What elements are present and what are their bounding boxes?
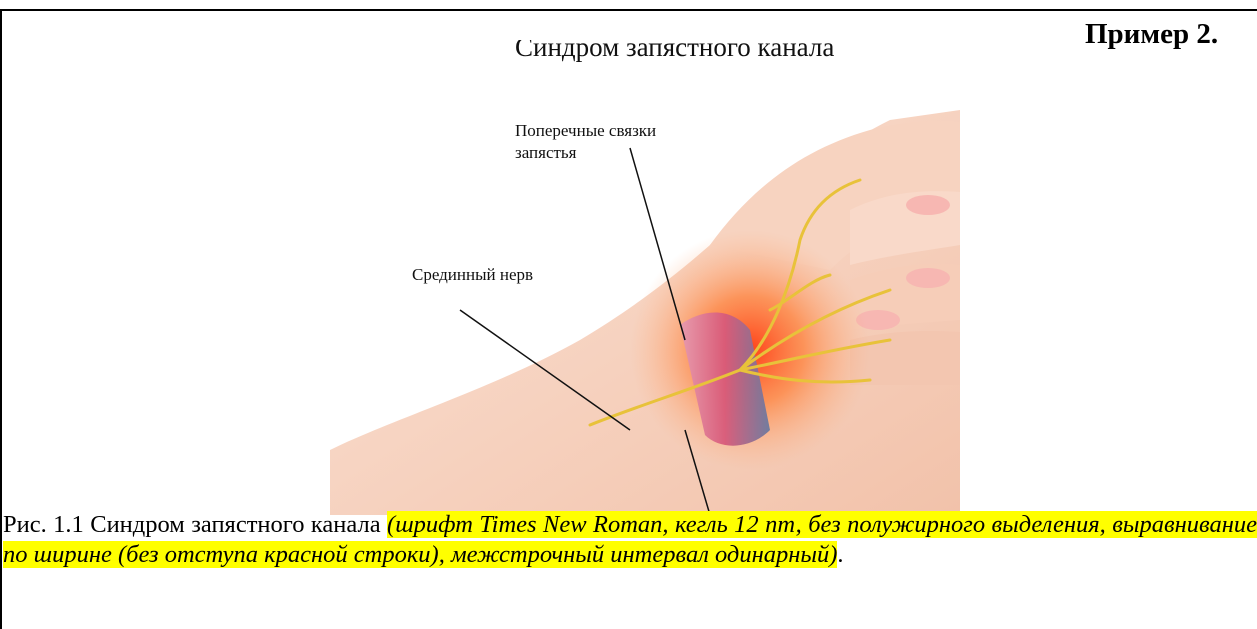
label-ligaments-line1: Поперечные связки (515, 121, 656, 140)
figure-title: Синдром запястного канала (515, 40, 834, 63)
figure-caption: Рис. 1.1 Синдром запястного канала (шриф… (3, 510, 1257, 570)
wrist-illustration: Синдром запястного канала Поперечные свя… (330, 40, 960, 515)
label-ligaments-line2: запястья (515, 143, 577, 162)
label-transverse-ligaments: Поперечные связки запястья (515, 120, 656, 164)
example-label: Пример 2. (1085, 18, 1218, 51)
label-median-nerve: Срединный нерв (412, 264, 533, 286)
caption-text: Рис. 1.1 Синдром запястного канала (3, 511, 387, 538)
caption-end: . (837, 541, 843, 568)
